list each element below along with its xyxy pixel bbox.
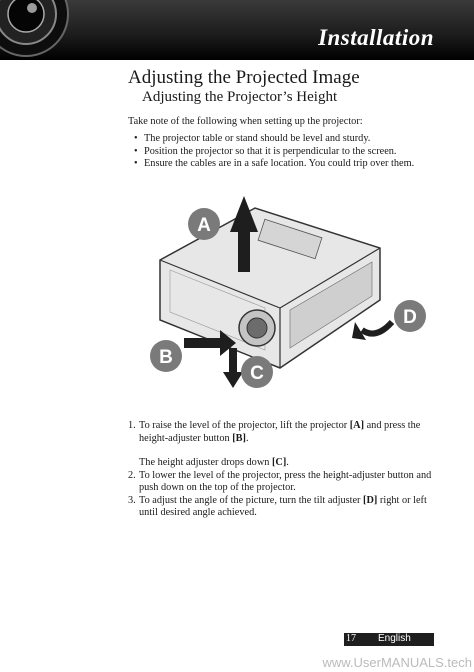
label-c: C: [250, 363, 264, 384]
page-number: 17: [346, 633, 356, 644]
language-label: English: [378, 633, 411, 644]
step-text: right or left until desired angle achiev…: [139, 494, 427, 519]
bullet-item: Ensure the cables are in a safe location…: [134, 158, 434, 171]
step-2: 2. To lower the level of the projector, …: [128, 470, 438, 495]
rotate-arrow-icon: [352, 319, 395, 340]
step-ref: [A]: [349, 420, 365, 431]
step-3: 3. To adjust the angle of the picture, t…: [128, 495, 438, 520]
label-c-badge: C: [241, 356, 273, 388]
bullet-list: The projector table or stand should be l…: [134, 133, 434, 171]
projector-body: [159, 207, 381, 369]
raise-arrow-icon: [230, 196, 258, 272]
label-a-badge: A: [188, 208, 220, 240]
step-text: .: [245, 432, 249, 444]
footer-bar: [344, 633, 434, 646]
page-subtitle: Adjusting the Projector’s Height: [142, 89, 338, 105]
step-number: 1.: [128, 420, 136, 431]
note-ref: [C]: [271, 457, 287, 468]
step-number: 2.: [128, 469, 136, 481]
label-b-badge: B: [150, 340, 182, 372]
label-d-badge: D: [394, 300, 426, 332]
intro-text: Take note of the following when setting …: [128, 116, 363, 127]
label-d: D: [403, 307, 417, 328]
drop-arrow-icon: [223, 348, 243, 388]
step-1: 1. To raise the level of the projector, …: [128, 420, 438, 445]
bullet-item: Position the projector so that it is per…: [134, 146, 434, 159]
note-text: .: [286, 457, 289, 468]
page-title: Adjusting the Projected Image: [128, 67, 360, 88]
step-text: and press the height-adjuster button: [139, 420, 421, 444]
step-text: To lower the level of the projector, pre…: [139, 469, 432, 494]
step-text: To adjust the angle of the picture, turn…: [139, 494, 364, 506]
press-button-arrow-icon: [184, 330, 236, 356]
section-title: Installation: [318, 25, 434, 50]
step-number: 3.: [128, 494, 136, 506]
step-1-note: The height adjuster drops down [C].: [128, 457, 438, 470]
step-text: To raise the level of the projector, lif…: [139, 420, 350, 431]
instruction-steps: 1. To raise the level of the projector, …: [128, 420, 438, 520]
note-text: The height adjuster drops down: [139, 457, 272, 468]
lens-decoration-icon: [0, 0, 69, 57]
projector-illustration: A B C D: [150, 196, 426, 388]
step-ref: [B]: [232, 432, 246, 444]
watermark: www.UserMANUALS.tech: [322, 655, 472, 670]
label-a: A: [197, 215, 211, 236]
step-ref: [D]: [363, 494, 378, 506]
bullet-item: The projector table or stand should be l…: [134, 133, 434, 146]
label-b: B: [159, 347, 173, 368]
header-bar: [0, 0, 474, 60]
